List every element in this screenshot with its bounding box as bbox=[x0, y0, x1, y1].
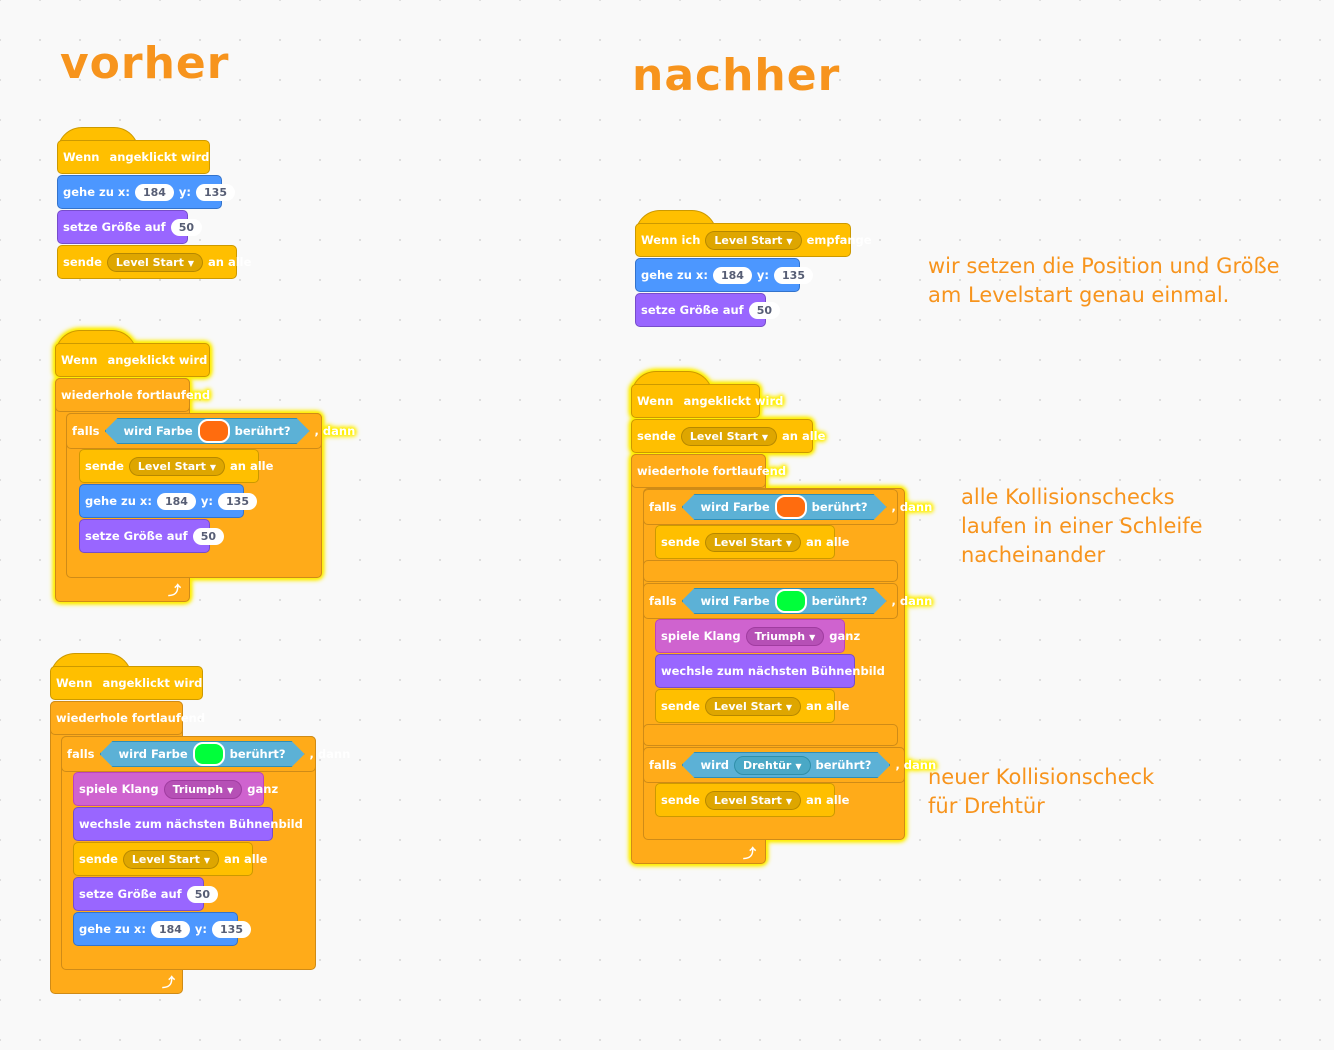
broadcast-block[interactable]: sende Level Start▼ an alle bbox=[631, 419, 825, 453]
broadcast-block[interactable]: sende Level Start▼ an alle bbox=[73, 842, 267, 876]
broadcast-block[interactable]: sende Level Start▼ an alle bbox=[655, 525, 849, 559]
broadcast-block[interactable]: sende Level Start▼ an alle bbox=[655, 689, 849, 723]
sound-dropdown[interactable]: Triumph▼ bbox=[745, 626, 825, 646]
message-dropdown[interactable]: Level Start▼ bbox=[704, 790, 802, 810]
if-end-cap bbox=[643, 560, 898, 582]
caret-down-icon: ▼ bbox=[209, 462, 217, 472]
caret-down-icon: ▼ bbox=[785, 538, 793, 548]
y-input[interactable]: 135 bbox=[774, 266, 813, 284]
broadcast-block[interactable]: sende Level Start▼ an alle bbox=[57, 245, 251, 279]
x-input[interactable]: 184 bbox=[150, 920, 190, 938]
message-dropdown[interactable]: Level Start▼ bbox=[680, 426, 778, 446]
x-input[interactable]: 184 bbox=[134, 183, 174, 201]
next-backdrop-block[interactable]: wechsle zum nächsten Bühnenbild bbox=[73, 807, 303, 841]
play-sound-block[interactable]: spiele Klang Triumph▼ ganz bbox=[73, 772, 278, 806]
y-input[interactable]: 135 bbox=[218, 492, 257, 510]
orange-color-swatch[interactable] bbox=[775, 495, 807, 519]
caret-down-icon: ▼ bbox=[761, 432, 769, 442]
green-color-swatch[interactable] bbox=[775, 589, 807, 613]
heading-after: nachher bbox=[632, 50, 841, 101]
message-dropdown[interactable]: Level Start▼ bbox=[128, 456, 226, 476]
object-dropdown[interactable]: Drehtür▼ bbox=[734, 756, 811, 775]
caret-down-icon: ▼ bbox=[187, 258, 195, 268]
caret-down-icon: ▼ bbox=[785, 796, 793, 806]
touching-object-sensor[interactable]: wird Drehtür▼ berührt? bbox=[682, 752, 891, 778]
when-flag-clicked-hat[interactable]: Wenn angeklickt wird bbox=[57, 127, 210, 174]
size-input[interactable]: 50 bbox=[170, 218, 202, 236]
broadcast-block[interactable]: sende Level Start▼ an alle bbox=[655, 783, 849, 817]
heading-before: vorher bbox=[60, 38, 230, 89]
message-dropdown[interactable]: Level Start▼ bbox=[704, 532, 802, 552]
caret-down-icon: ▼ bbox=[809, 632, 816, 642]
rotate-arrow-icon: ⤴ bbox=[743, 847, 757, 862]
y-input[interactable]: 135 bbox=[196, 183, 235, 201]
message-dropdown[interactable]: Level Start▼ bbox=[122, 849, 220, 869]
size-input[interactable]: 50 bbox=[192, 527, 224, 545]
x-input[interactable]: 184 bbox=[712, 266, 752, 284]
if-block[interactable]: falls wird Drehtür▼ berührt? , dann bbox=[643, 747, 936, 783]
when-flag-clicked-hat[interactable]: Wenn angeklickt wird bbox=[631, 371, 783, 418]
if-end-cap bbox=[643, 724, 898, 746]
forever-block[interactable]: wiederhole fortlaufend bbox=[50, 701, 205, 735]
forever-block[interactable]: wiederhole fortlaufend bbox=[55, 378, 210, 412]
size-input[interactable]: 50 bbox=[186, 885, 218, 903]
caret-down-icon: ▼ bbox=[227, 785, 234, 795]
caret-down-icon: ▼ bbox=[203, 855, 211, 865]
caret-down-icon: ▼ bbox=[785, 702, 793, 712]
when-flag-clicked-hat[interactable]: Wenn angeklickt wird bbox=[55, 330, 210, 377]
green-color-swatch[interactable] bbox=[193, 742, 225, 766]
note-new-check: neuer Kollisionscheck für Drehtür bbox=[928, 765, 1155, 818]
rotate-arrow-icon: ⤴ bbox=[162, 976, 176, 991]
orange-color-swatch[interactable] bbox=[198, 419, 230, 443]
y-input[interactable]: 135 bbox=[212, 920, 251, 938]
size-input[interactable]: 50 bbox=[748, 301, 780, 319]
goto-xy-block[interactable]: gehe zu x:184 y:135 bbox=[73, 912, 251, 946]
goto-xy-block[interactable]: gehe zu x:184 y:135 bbox=[79, 484, 257, 518]
note-collision-loop: alle Kollisionschecks laufen in einer Sc… bbox=[961, 485, 1203, 567]
sound-dropdown[interactable]: Triumph▼ bbox=[163, 779, 243, 799]
forever-block[interactable]: wiederhole fortlaufend bbox=[631, 454, 786, 488]
when-flag-clicked-hat[interactable]: Wenn angeklickt wird bbox=[50, 653, 203, 700]
broadcast-block[interactable]: sende Level Start▼ an alle bbox=[79, 449, 273, 483]
goto-xy-block[interactable]: gehe zu x:184 y:135 bbox=[57, 175, 235, 209]
x-input[interactable]: 184 bbox=[156, 492, 196, 510]
rotate-arrow-icon: ⤴ bbox=[168, 584, 182, 599]
when-i-receive-hat[interactable]: Wenn ich Level Start▼ empfange bbox=[635, 210, 872, 257]
next-backdrop-block[interactable]: wechsle zum nächsten Bühnenbild bbox=[655, 654, 885, 688]
play-sound-block[interactable]: spiele Klang Triumph▼ ganz bbox=[655, 619, 860, 653]
caret-down-icon: ▼ bbox=[786, 236, 793, 246]
message-dropdown[interactable]: Level Start▼ bbox=[106, 252, 204, 272]
message-dropdown[interactable]: Level Start▼ bbox=[704, 696, 802, 716]
goto-xy-block[interactable]: gehe zu x:184 y:135 bbox=[635, 258, 813, 292]
message-dropdown[interactable]: Level Start▼ bbox=[705, 230, 802, 250]
caret-down-icon: ▼ bbox=[795, 761, 802, 771]
note-position-size: wir setzen die Position und Größe am Lev… bbox=[928, 254, 1280, 307]
